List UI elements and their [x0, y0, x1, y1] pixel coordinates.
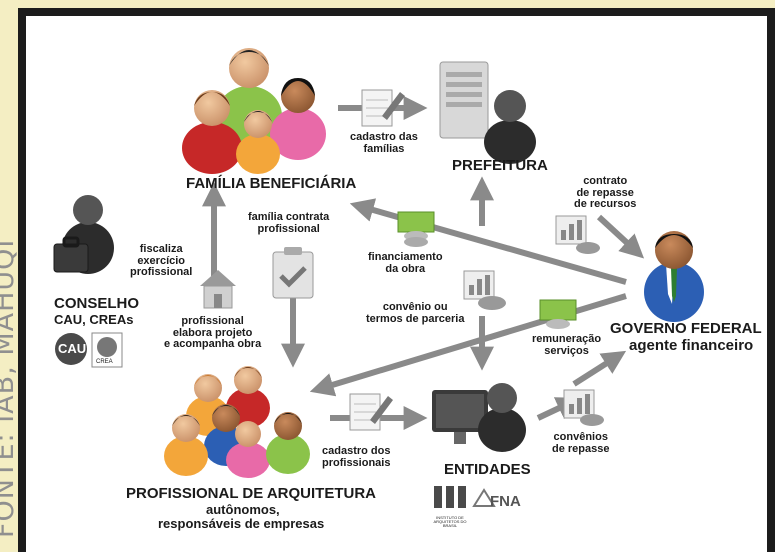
arrow-prefeitura-governo	[596, 214, 645, 259]
cau-badge	[55, 333, 87, 365]
prefeitura-title: PREFEITURA	[452, 157, 548, 174]
chart-icon-contrato	[555, 215, 600, 254]
profissional-subtitle-2: responsáveis de empresas	[158, 516, 325, 531]
entidades-icon	[432, 383, 526, 452]
fna-logo-text: FNA	[490, 493, 521, 510]
governo-person-icon	[644, 231, 704, 322]
governo-subtitle: agente financeiro	[629, 337, 754, 354]
profissional-subtitle-1: autônomos,	[206, 502, 280, 517]
conselho-icon	[53, 195, 114, 274]
iab-logo	[430, 482, 470, 516]
familia-people-icon	[182, 48, 326, 174]
diagram-graphics	[53, 48, 704, 516]
crea-badge	[91, 332, 123, 368]
clipboard-icon	[272, 247, 314, 299]
side-caption: FONTE: IAB, MAHUQI	[0, 238, 20, 538]
arrow-governo-entidades	[572, 350, 627, 387]
money-icon-remuneracao	[539, 299, 577, 329]
crea-badge-text: CREA	[96, 359, 113, 365]
chart-icon-repasse	[563, 389, 604, 426]
cau-badge-text: CAU	[58, 341, 87, 356]
notebook-icon-top	[361, 89, 405, 127]
chart-icon-convenio	[463, 270, 506, 310]
conselho-subtitle: CAU, CREAs	[54, 312, 134, 327]
governo-title: GOVERNO FEDERAL	[610, 320, 762, 337]
entidades-title: ENTIDADES	[444, 461, 531, 478]
notebook-icon-bottom	[349, 393, 393, 431]
conselho-title: CONSELHO	[54, 295, 140, 312]
profissional-people-icon	[164, 366, 310, 478]
fna-logo	[472, 488, 496, 507]
prefeitura-icon	[439, 61, 536, 164]
profissional-title: PROFISSIONAL DE ARQUITETURA	[126, 485, 377, 502]
house-icon	[200, 270, 236, 309]
iab-logo-text: INSTITUTO DE ARQUITETOS DO BRASIL	[433, 515, 467, 529]
familia-title: FAMÍLIA BENEFICIÁRIA	[186, 175, 357, 192]
money-icon-financiamento	[397, 211, 435, 247]
diagram-canvas: FAMÍLIA BENEFICIÁRIA PREFEITURA GOVERNO …	[26, 16, 767, 552]
